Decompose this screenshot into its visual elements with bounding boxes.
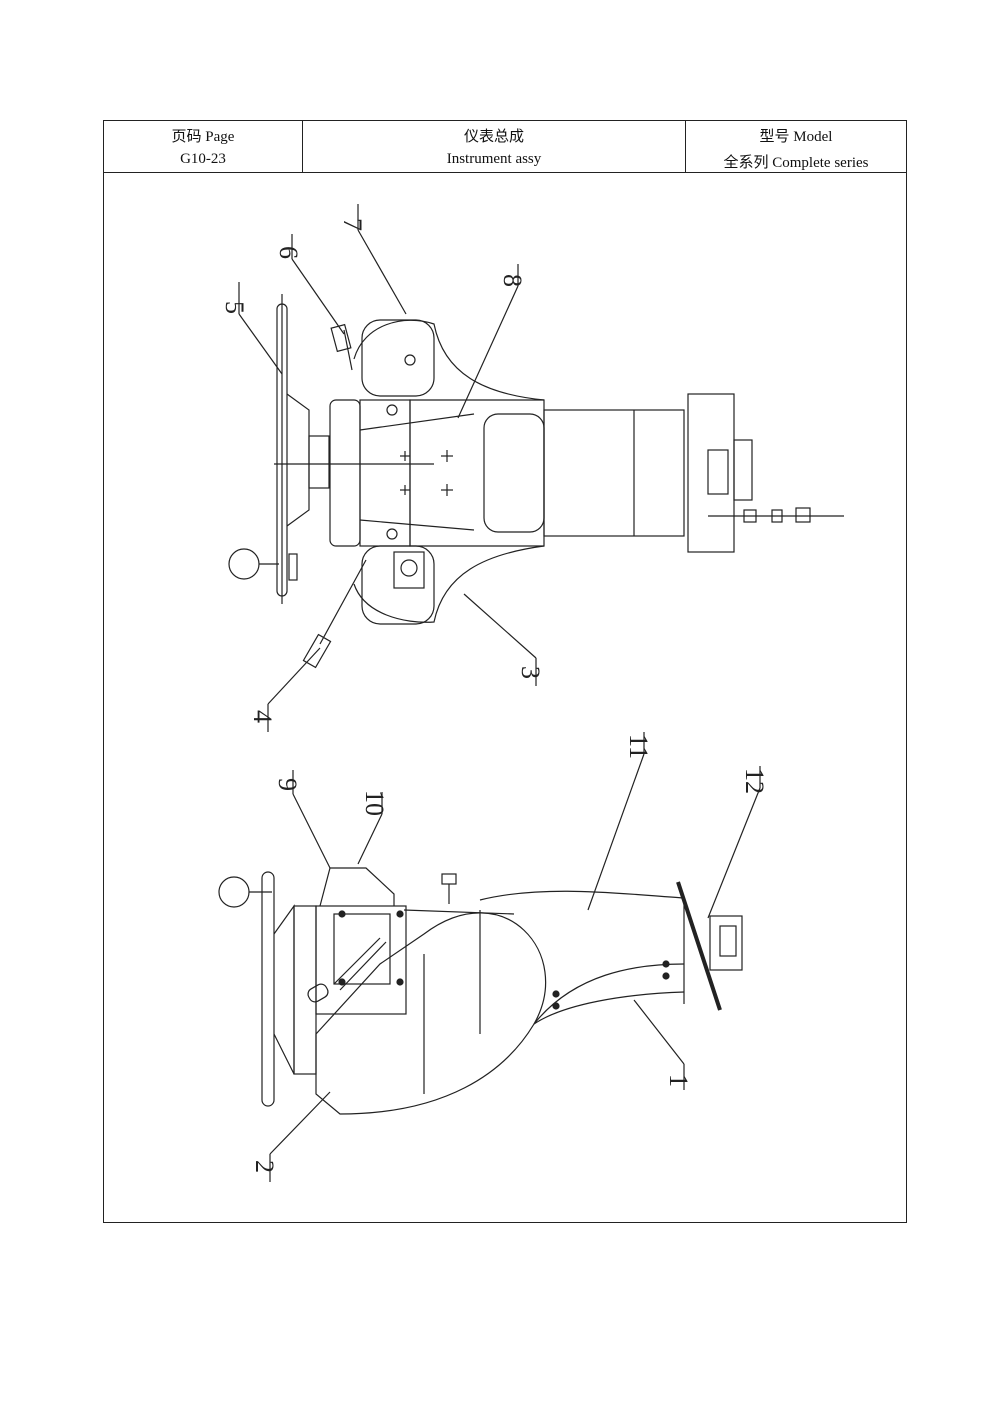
side-view <box>218 867 743 1115</box>
title-cell: 仪表总成 Instrument assy <box>303 121 686 173</box>
model-value: 全系列 Complete series <box>723 155 869 171</box>
top-view <box>228 294 844 669</box>
callout-11: 11 <box>624 734 653 759</box>
callout-1: 1 <box>664 1074 693 1087</box>
callout-3: 3 <box>516 666 545 679</box>
callout-labels: 5 6 7 8 4 3 9 10 11 12 1 2 <box>220 218 769 1173</box>
callout-4: 4 <box>248 710 277 723</box>
callout-9: 9 <box>273 778 302 791</box>
page-label: 页码 Page <box>171 129 235 145</box>
callout-10: 10 <box>360 790 389 816</box>
title-cn: 仪表总成 <box>463 129 524 145</box>
callout-7: 7 <box>338 218 367 231</box>
callout-8: 8 <box>498 274 527 287</box>
page-number: G10-23 <box>180 151 226 167</box>
model-cell: 型号 Model 全系列 Complete series <box>686 121 906 173</box>
callout-12: 12 <box>740 768 769 794</box>
callout-6: 6 <box>274 246 303 259</box>
document-frame: 页码 Page G10-23 仪表总成 Instrument assy 型号 M… <box>103 120 907 1223</box>
callout-5: 5 <box>220 301 249 314</box>
page-cell: 页码 Page G10-23 <box>104 121 303 173</box>
title-en: Instrument assy <box>446 151 542 167</box>
callout-2: 2 <box>250 1160 279 1173</box>
header-table: 页码 Page G10-23 仪表总成 Instrument assy 型号 M… <box>104 121 906 173</box>
model-label: 型号 Model <box>759 129 833 145</box>
technical-drawing: 5 6 7 8 4 3 9 10 11 12 1 2 <box>218 204 844 1182</box>
leader-lines <box>238 204 761 1182</box>
